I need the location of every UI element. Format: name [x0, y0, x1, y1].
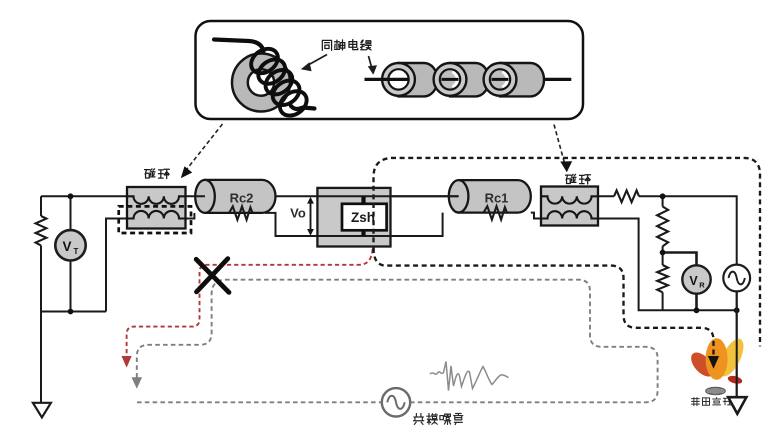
- svg-text:Vo: Vo: [290, 206, 306, 221]
- svg-text:R: R: [699, 281, 705, 290]
- svg-text:Rc2: Rc2: [230, 190, 254, 205]
- svg-text:V: V: [62, 239, 71, 254]
- svg-text:Zsh: Zsh: [351, 210, 375, 225]
- svg-text:T: T: [74, 247, 79, 256]
- svg-text:Rc1: Rc1: [485, 190, 509, 205]
- svg-text:V: V: [689, 274, 698, 288]
